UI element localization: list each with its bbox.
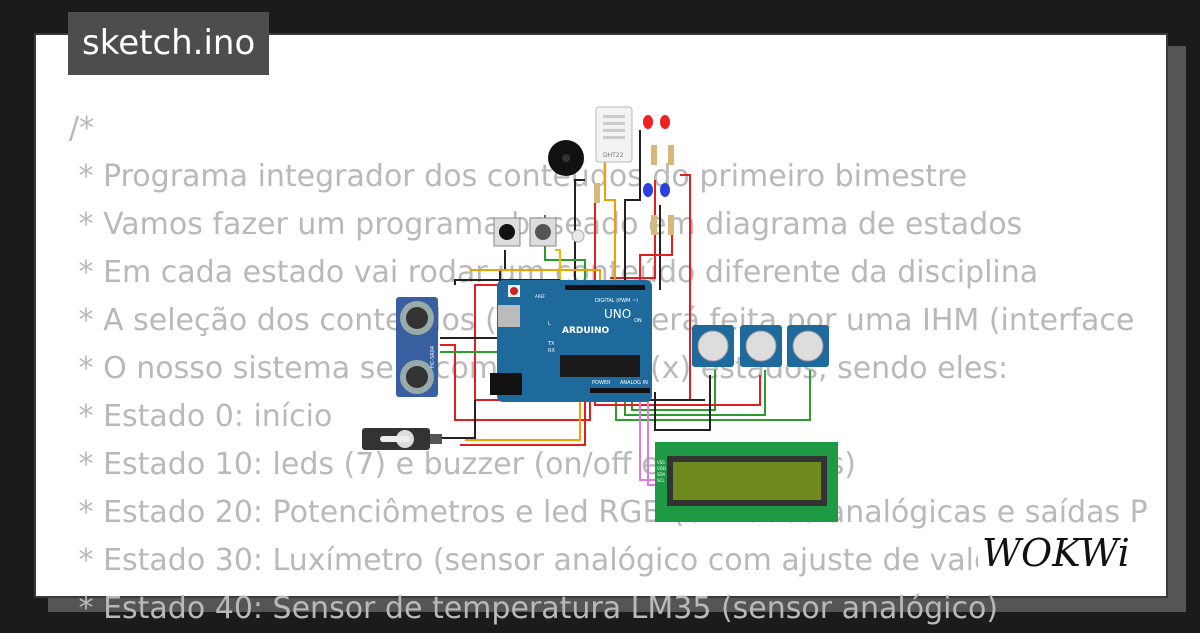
code-line: * Estado 0: início [69, 399, 333, 434]
wire-red [460, 395, 586, 446]
code-line: * Estado 40: Sensor de temperatura LM35 … [69, 591, 999, 626]
wokwi-logo: WOKWi [978, 526, 1148, 575]
wokwi-logo-text: WOKWi [982, 531, 1130, 575]
ultrasonic-sensor: HC-SR04 [396, 297, 438, 397]
l-label: L [548, 321, 551, 327]
tx-label: TX [547, 341, 555, 347]
potentiometer [740, 325, 782, 367]
push-button [493, 217, 521, 247]
wire-yellow [555, 249, 561, 285]
code-line: /* [69, 111, 95, 146]
lcd-pin-label: VDD [657, 466, 666, 471]
resistor [668, 215, 674, 235]
code-preview: /* * Programa integrador dos conteúdos d… [69, 105, 1148, 633]
rgb-led [571, 229, 585, 243]
wire-orange [465, 395, 581, 441]
resistor [668, 145, 674, 165]
lcd-pin-label: SDA [657, 472, 666, 477]
dht22-label: DHT22 [603, 152, 624, 159]
wire-black [654, 375, 711, 431]
rx-label: RX [548, 348, 555, 354]
atmega-chip [560, 355, 640, 377]
wire-black [574, 179, 585, 290]
wire-black [624, 130, 641, 285]
code-line: * Programa integrador dos conteúdos do p… [69, 159, 968, 194]
potentiometer [787, 325, 829, 367]
wire-red [639, 225, 673, 285]
lcd-display: VSS VDD SDA SCL [655, 442, 838, 522]
wire-black [440, 400, 476, 439]
push-button [529, 217, 557, 247]
lcd-pin-label: SCL [657, 478, 665, 483]
wokwi-logo-mark: WOKWi [982, 531, 1130, 575]
wire-red [440, 344, 591, 421]
resistor [594, 183, 600, 203]
lcd-pin-label: VSS [657, 460, 665, 465]
wire-green [624, 370, 766, 416]
arduino-uno-board: DIGITAL (PWM ~) ARDUINO UNO ON L TX RX A… [490, 280, 652, 402]
servo-motor [362, 428, 442, 450]
resistor [651, 215, 657, 235]
potentiometer [692, 325, 734, 367]
board-brand: ARDUINO [562, 326, 610, 336]
reset-button [510, 287, 518, 295]
power-jack [490, 373, 522, 395]
analog-label: ANALOG IN [620, 380, 648, 386]
blue-led [660, 183, 670, 197]
board-name: UNO [604, 307, 631, 321]
red-led [660, 115, 670, 129]
digital-label: DIGITAL (PWM ~) [595, 298, 638, 304]
power-label: POWER [592, 380, 611, 386]
blue-led [643, 183, 653, 197]
wire-orange [604, 160, 616, 285]
red-led [643, 115, 653, 129]
usb-port [498, 305, 520, 327]
ultrasonic-label: HC-SR04 [430, 346, 436, 368]
on-label: ON [634, 318, 642, 324]
code-line: * Em cada estado vai rodar um conteúdo d… [69, 255, 1039, 290]
dht22-sensor: DHT22 [595, 106, 633, 163]
resistor [651, 145, 657, 165]
file-title: sketch.ino [68, 12, 270, 75]
aref-label: AREF [535, 294, 546, 299]
